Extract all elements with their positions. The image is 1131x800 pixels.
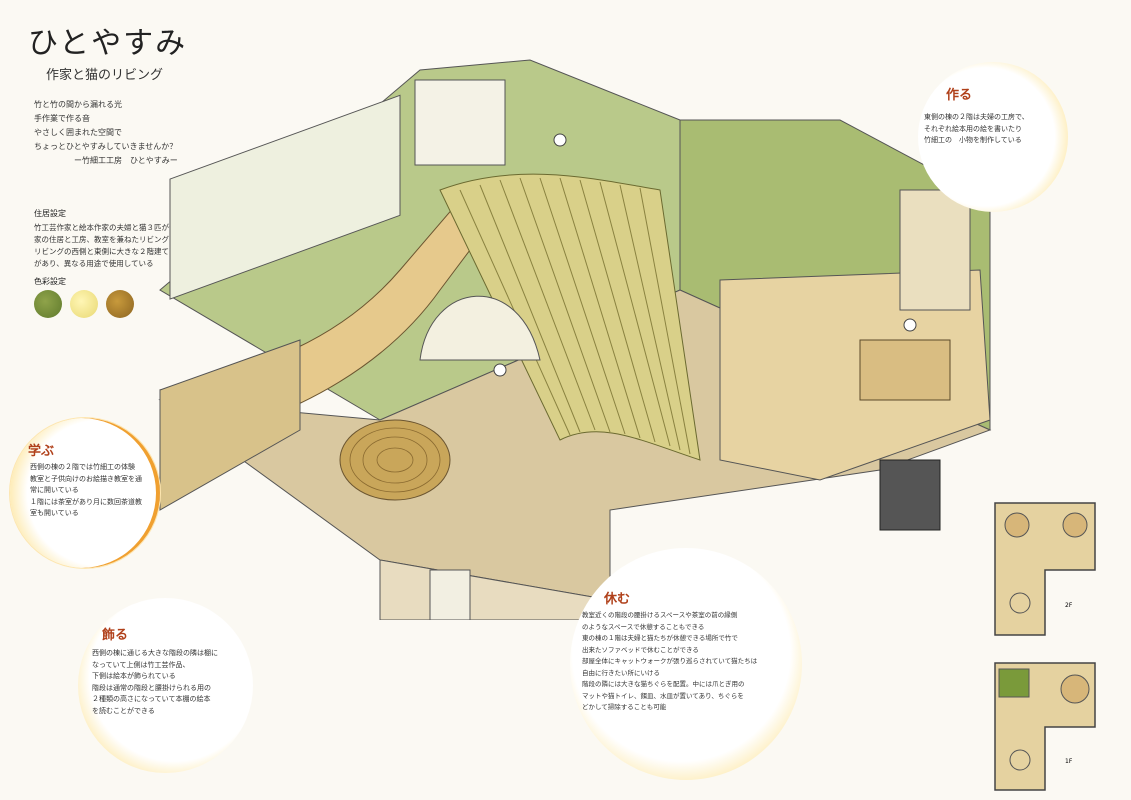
color-heading: 色彩設定 <box>34 277 66 286</box>
floor-plan-1f: 1F <box>994 662 1096 791</box>
work-desk <box>859 339 951 401</box>
concept-poem: 竹と竹の間から漏れる光 手作業で作る音 やさしく囲まれた空間で ちょっとひとやす… <box>34 98 178 168</box>
callout-line: 階段の隣には大きな猫ちぐらを配置。中には爪とぎ用の <box>582 680 745 688</box>
isometric-interior-illustration <box>158 59 992 620</box>
residence-line: 竹工芸作家と絵本作家の夫婦と猫３匹が住んでいる <box>34 223 207 232</box>
callout-line: ２種類の高さになっていて本棚の絵本 <box>92 695 211 703</box>
poem-signature: ー竹細工工房 ひとやすみー <box>74 156 178 165</box>
callout-display: 飾る 西側の棟に通じる大きな階段の隣は棚に なっていて上側は竹工芸作品、 下側は… <box>78 598 253 773</box>
figure-artist <box>903 318 917 332</box>
color-swatch-cream <box>70 290 98 318</box>
floor-plan-2f: 2F <box>994 502 1096 636</box>
residence-line: リビングの西側と東側に大きな２階建ての棟 <box>34 247 184 256</box>
lower-shoji <box>429 569 471 620</box>
book-shelf <box>159 339 301 511</box>
plan-2f-room <box>1062 512 1088 538</box>
callout-line: 西側の棟の２階では竹細工の体験 <box>30 463 135 471</box>
residence-line: があり、異なる用途で使用している <box>34 259 154 268</box>
callout-make: 作る 東側の棟の２階は夫婦の工房で、 それぞれ絵本用の絵を書いたり 竹細工の 小… <box>918 62 1068 212</box>
callout-line: 竹細工の 小物を制作している <box>924 136 1022 144</box>
callout-rest: 休む 教室近くの階段の腰掛けるスペースや茶室の前の縁側 のようなスペースで休憩す… <box>570 548 802 780</box>
color-swatch-brown <box>106 290 134 318</box>
callout-line: のようなスペースで休憩することもできる <box>582 622 705 631</box>
callout-line: 室も開いている <box>30 509 79 517</box>
callout-line: 自由に行きたい所にいける <box>582 668 660 677</box>
residence-text: 竹工芸作家と絵本作家の夫婦と猫３匹が住んでいる 家の住居と工房、教室を兼ねたリビ… <box>34 222 206 270</box>
plan-2f-label: 2F <box>1065 602 1073 609</box>
callout-line: 教室近くの階段の腰掛けるスペースや茶室の前の縁側 <box>582 611 738 619</box>
callout-display-title: 飾る <box>102 628 129 643</box>
page-title: ひとやすみ <box>28 26 188 61</box>
residence-line: 家の住居と工房、教室を兼ねたリビングルーム <box>34 235 192 244</box>
poem-line: 手作業で作る音 <box>34 114 90 123</box>
callout-line: 東の棟の１階は夫婦と猫たちが休憩できる場所で竹で <box>582 634 738 642</box>
figure-child <box>493 363 507 377</box>
callout-line: 西側の棟に通じる大きな階段の隣は棚に <box>92 649 218 657</box>
storage-shelf <box>899 189 971 311</box>
window-upper <box>414 79 506 166</box>
residence-heading: 住居設定 <box>34 209 66 218</box>
plan-1f-tatami <box>998 668 1030 698</box>
window-left <box>169 94 401 300</box>
callout-line: １階には茶室があり月に数回茶道教 <box>30 497 142 506</box>
callout-line: 階段は通常の階段と腰掛けられる用の <box>92 683 211 692</box>
wood-stove <box>879 459 941 531</box>
callout-display-body: 西側の棟に通じる大きな階段の隣は棚に なっていて上側は竹工芸作品、 下側は絵本が… <box>92 648 218 717</box>
callout-line: どかして掃除することも可能 <box>582 703 667 711</box>
callout-make-body: 東側の棟の２階は夫婦の工房で、 それぞれ絵本用の絵を書いたり 竹細工の 小物を制… <box>924 112 1029 147</box>
callout-line: 常に開いている <box>30 486 79 494</box>
callout-line: 下側は絵本が飾られている <box>92 672 176 680</box>
callout-line: マットや猫トイレ、餌皿、水皿が置いてあり、ちぐらを <box>582 691 744 700</box>
bamboo-poles <box>459 177 691 455</box>
callout-line: 部屋全体にキャットウォークが張り巡らされていて猫たちは <box>582 657 758 665</box>
poem-line: やさしく囲まれた空間で <box>34 128 122 137</box>
callout-rest-body: 教室近くの階段の腰掛けるスペースや茶室の前の縁側 のようなスペースで休憩すること… <box>582 610 757 714</box>
plan-2f-room <box>1004 512 1030 538</box>
page-subtitle: 作家と猫のリビング <box>46 68 164 83</box>
callout-learn-body: 西側の棟の２階では竹細工の体験 教室と子供向けのお絵描き教室を通 常に開いている… <box>30 462 142 520</box>
dome-weave <box>349 427 441 493</box>
callout-line: それぞれ絵本用の絵を書いたり <box>924 124 1022 133</box>
plan-1f-room <box>1060 674 1090 704</box>
callout-line: 教室と子供向けのお絵描き教室を通 <box>30 474 142 483</box>
plan-2f-stair <box>1009 592 1031 614</box>
poem-line: ちょっとひとやすみしていきませんか？ <box>34 142 178 151</box>
figure-upper <box>553 133 567 147</box>
callout-line: なっていて上側は竹工芸作品、 <box>92 660 190 669</box>
callout-line: を読むことができる <box>92 706 155 715</box>
cat-chigura-dome <box>339 419 451 501</box>
callout-learn-title: 学ぶ <box>28 444 55 459</box>
callout-line: 東側の棟の２階は夫婦の工房で、 <box>924 113 1029 121</box>
poem-line: 竹と竹の間から漏れる光 <box>34 100 122 109</box>
callout-line: 出来たソファベッドで休むことができる <box>582 645 699 654</box>
plan-1f-label: 1F <box>1065 758 1073 765</box>
callout-learn: 学ぶ 西側の棟の２階では竹細工の体験 教室と子供向けのお絵描き教室を通 常に開い… <box>10 418 160 568</box>
callout-rest-title: 休む <box>604 592 631 607</box>
arched-window <box>419 295 541 361</box>
color-swatch-green <box>34 290 62 318</box>
plan-1f-stair <box>1009 749 1031 771</box>
callout-make-title: 作る <box>946 88 973 103</box>
